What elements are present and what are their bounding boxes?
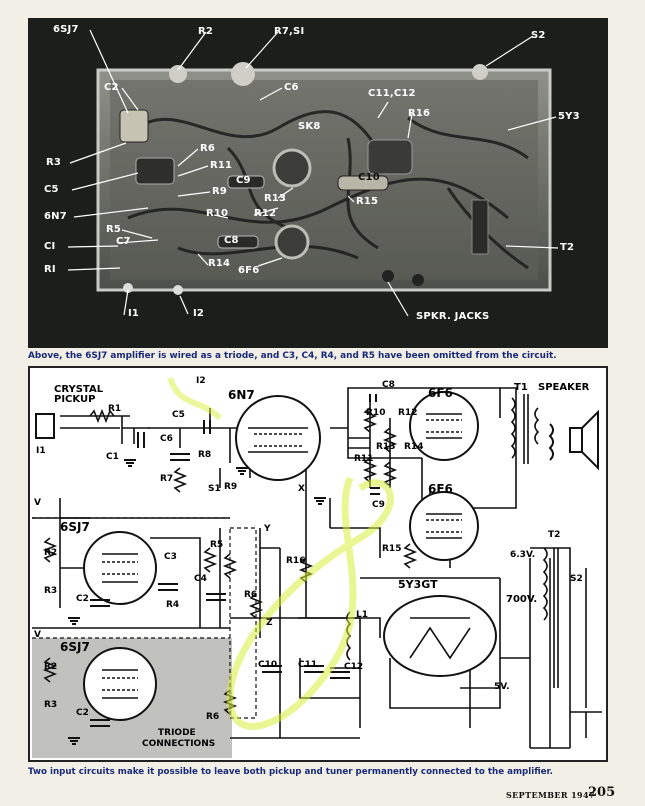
photo-label-c10: C10	[358, 172, 380, 183]
schem-label-c3: C3	[164, 552, 177, 562]
schem-label-s1: S1	[208, 484, 221, 494]
bottom-caption: Two input circuits make it possible to l…	[28, 767, 553, 777]
schem-label-r3-upper: R3	[44, 586, 58, 596]
schem-label-6f6-lower: 6F6	[428, 482, 453, 496]
amplifier-schematic: CRYSTAL PICKUP I1 I2 R1 C1 C5 C6 R8 R7 S…	[28, 366, 608, 762]
photo-label-r5: R5	[106, 224, 122, 235]
schem-label-700v: 700V.	[506, 594, 538, 605]
photo-label-c6: C6	[284, 82, 299, 93]
photo-label-r2: R2	[198, 26, 214, 37]
top-caption: Above, the 6SJ7 amplifier is wired as a …	[28, 351, 557, 361]
photo-label-c11-c12: C11,C12	[368, 88, 416, 99]
chassis-photo: 6SJ7 R2 R7,SI S2 C2 C6 C11,C12 R16 5Y3 R…	[28, 18, 608, 348]
photo-label-5y3: 5Y3	[558, 111, 580, 122]
schem-label-r6-lower: R6	[206, 712, 220, 722]
schem-label-s2: S2	[570, 574, 583, 584]
photo-label-6n7: 6N7	[44, 211, 67, 222]
schem-label-c10: C10	[258, 660, 278, 670]
schem-label-r3-lower: R3	[44, 700, 58, 710]
schem-label-connections: CONNECTIONS	[142, 739, 216, 749]
photo-label-r1: RI	[44, 264, 56, 275]
schem-label-r14: R14	[404, 442, 424, 452]
photo-label-c2: C2	[104, 82, 119, 93]
schem-label-c9: C9	[372, 500, 385, 510]
photo-label-6sj7: 6SJ7	[53, 24, 79, 35]
schem-label-c11: C11	[298, 660, 318, 670]
photo-label-6f6: 6F6	[238, 265, 260, 276]
photo-label-r7-s1: R7,SI	[274, 26, 305, 37]
photo-label-c7: C7	[116, 236, 131, 247]
schem-label-pickup: PICKUP	[54, 394, 96, 405]
photo-label-r16: R16	[408, 108, 431, 119]
schem-label-z: Z	[266, 618, 273, 628]
schem-label-6sj7-lower: 6SJ7	[60, 640, 90, 654]
schem-label-r10: R10	[366, 408, 386, 418]
schem-label-r8: R8	[198, 450, 212, 460]
photo-label-r15: R15	[356, 196, 379, 207]
schem-label-r12: R12	[398, 408, 418, 418]
schem-label-c5: C5	[172, 410, 185, 420]
footer-page-number: 205	[588, 785, 616, 800]
photo-label-r14: R14	[208, 258, 231, 269]
schem-label-t2: T2	[548, 530, 561, 540]
schem-label-r2-lower: R2	[44, 662, 58, 672]
schem-label-v-lower: V	[34, 630, 41, 640]
schem-label-r7: R7	[160, 474, 174, 484]
schem-label-r9: R9	[224, 482, 238, 492]
schematic-drawing	[32, 376, 602, 758]
schem-label-t1: T1	[514, 382, 528, 393]
schem-label-c1: C1	[106, 452, 119, 462]
schem-label-i1: I1	[36, 446, 46, 456]
schem-label-5y3gt: 5Y3GT	[398, 578, 438, 591]
schem-label-l1: L1	[356, 610, 368, 620]
photo-label-c8: C8	[224, 235, 239, 246]
schem-label-c6: C6	[160, 434, 173, 444]
schem-label-5v: 5V.	[494, 682, 510, 692]
photo-label-t2: T2	[560, 242, 575, 253]
schem-label-6n7: 6N7	[228, 388, 255, 402]
photo-label-i1: I1	[128, 308, 140, 319]
schem-label-r5: R5	[210, 540, 224, 550]
schem-label-i2: I2	[196, 376, 206, 386]
photo-label-spkr-jacks: SPKR. JACKS	[416, 311, 490, 322]
photo-label-c9: C9	[236, 175, 251, 186]
schem-label-r6-upper: R6	[244, 590, 258, 600]
schem-label-y: Y	[264, 524, 271, 534]
schem-label-c4: C4	[194, 574, 207, 584]
schem-label-6f6-upper: 6F6	[428, 386, 453, 400]
schem-label-r15: R15	[382, 544, 402, 554]
photo-label-r10: R10	[206, 208, 229, 219]
chassis-photo-drawing	[28, 18, 608, 348]
photo-label-r9: R9	[212, 186, 228, 197]
photo-label-r6: R6	[200, 143, 216, 154]
schem-label-c12: C12	[344, 662, 364, 672]
schem-label-c2-lower: C2	[76, 708, 89, 718]
schem-label-triode: TRIODE	[158, 728, 196, 738]
schem-label-c8: C8	[382, 380, 395, 390]
photo-label-i2: I2	[193, 308, 205, 319]
schem-label-r1: R1	[108, 404, 122, 414]
schem-label-c2-upper: C2	[76, 594, 89, 604]
photo-label-r13: R13	[264, 193, 287, 204]
photo-label-c5: C5	[44, 184, 59, 195]
schem-label-r16: R16	[286, 556, 306, 566]
schem-label-r11: R11	[354, 454, 374, 464]
schem-label-crystal: CRYSTAL	[54, 384, 104, 395]
schem-label-6sj7-upper: 6SJ7	[60, 520, 90, 534]
photo-label-sk8: SK8	[298, 121, 321, 132]
schem-label-r13: R13	[376, 442, 396, 452]
photo-label-r12: R12	[254, 208, 277, 219]
schem-label-r2-upper: R2	[44, 548, 58, 558]
photo-label-r11: R11	[210, 160, 233, 171]
schem-label-speaker: SPEAKER	[538, 382, 590, 393]
schem-label-6-3v: 6.3V.	[510, 550, 536, 560]
photo-label-r3: R3	[46, 157, 62, 168]
footer-month: SEPTEMBER 1947	[506, 790, 595, 800]
schem-label-r4: R4	[166, 600, 180, 610]
photo-label-s2: S2	[531, 30, 546, 41]
schem-label-v-upper: V	[34, 498, 41, 508]
schem-label-x: X	[298, 484, 305, 494]
photo-label-c1: CI	[44, 241, 56, 252]
